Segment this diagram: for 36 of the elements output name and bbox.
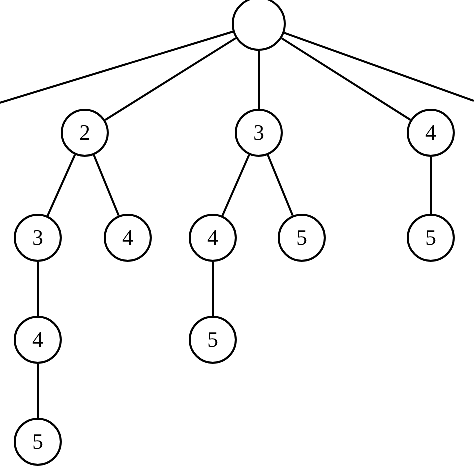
tree-node <box>232 0 286 51</box>
tree-node <box>407 109 455 157</box>
node-label: 4 <box>426 122 436 144</box>
node-label: 5 <box>32 431 44 453</box>
connector-line <box>46 154 76 216</box>
node-label: 5 <box>296 227 308 249</box>
connector-line <box>104 37 237 122</box>
connector-line <box>258 51 260 109</box>
connector-line <box>37 364 39 418</box>
tree-node <box>14 316 62 364</box>
node-label: 3 <box>254 122 264 144</box>
node-label: 4 <box>208 227 218 249</box>
tree-node <box>61 109 109 157</box>
connector-line <box>93 154 120 216</box>
connector-line <box>222 154 250 216</box>
connector-line <box>37 262 39 316</box>
tree-node <box>104 214 152 262</box>
connector-line <box>281 38 412 121</box>
connector-line <box>284 32 474 102</box>
connector-line <box>267 154 294 216</box>
node-label: 3 <box>32 227 44 249</box>
node-label: 4 <box>32 329 44 351</box>
tree-node <box>189 316 237 364</box>
tree-node <box>235 109 283 157</box>
node-label: 5 <box>426 227 436 249</box>
tree-node <box>407 214 455 262</box>
tree-node <box>14 214 62 262</box>
connector-line <box>430 157 432 214</box>
connector-line <box>0 30 234 104</box>
tree-node <box>278 214 326 262</box>
node-label: 5 <box>208 329 218 351</box>
node-label: 4 <box>122 227 134 249</box>
tree-node <box>14 418 62 466</box>
node-label: 2 <box>80 122 90 144</box>
connector-line <box>212 262 214 316</box>
tree-node <box>189 214 237 262</box>
